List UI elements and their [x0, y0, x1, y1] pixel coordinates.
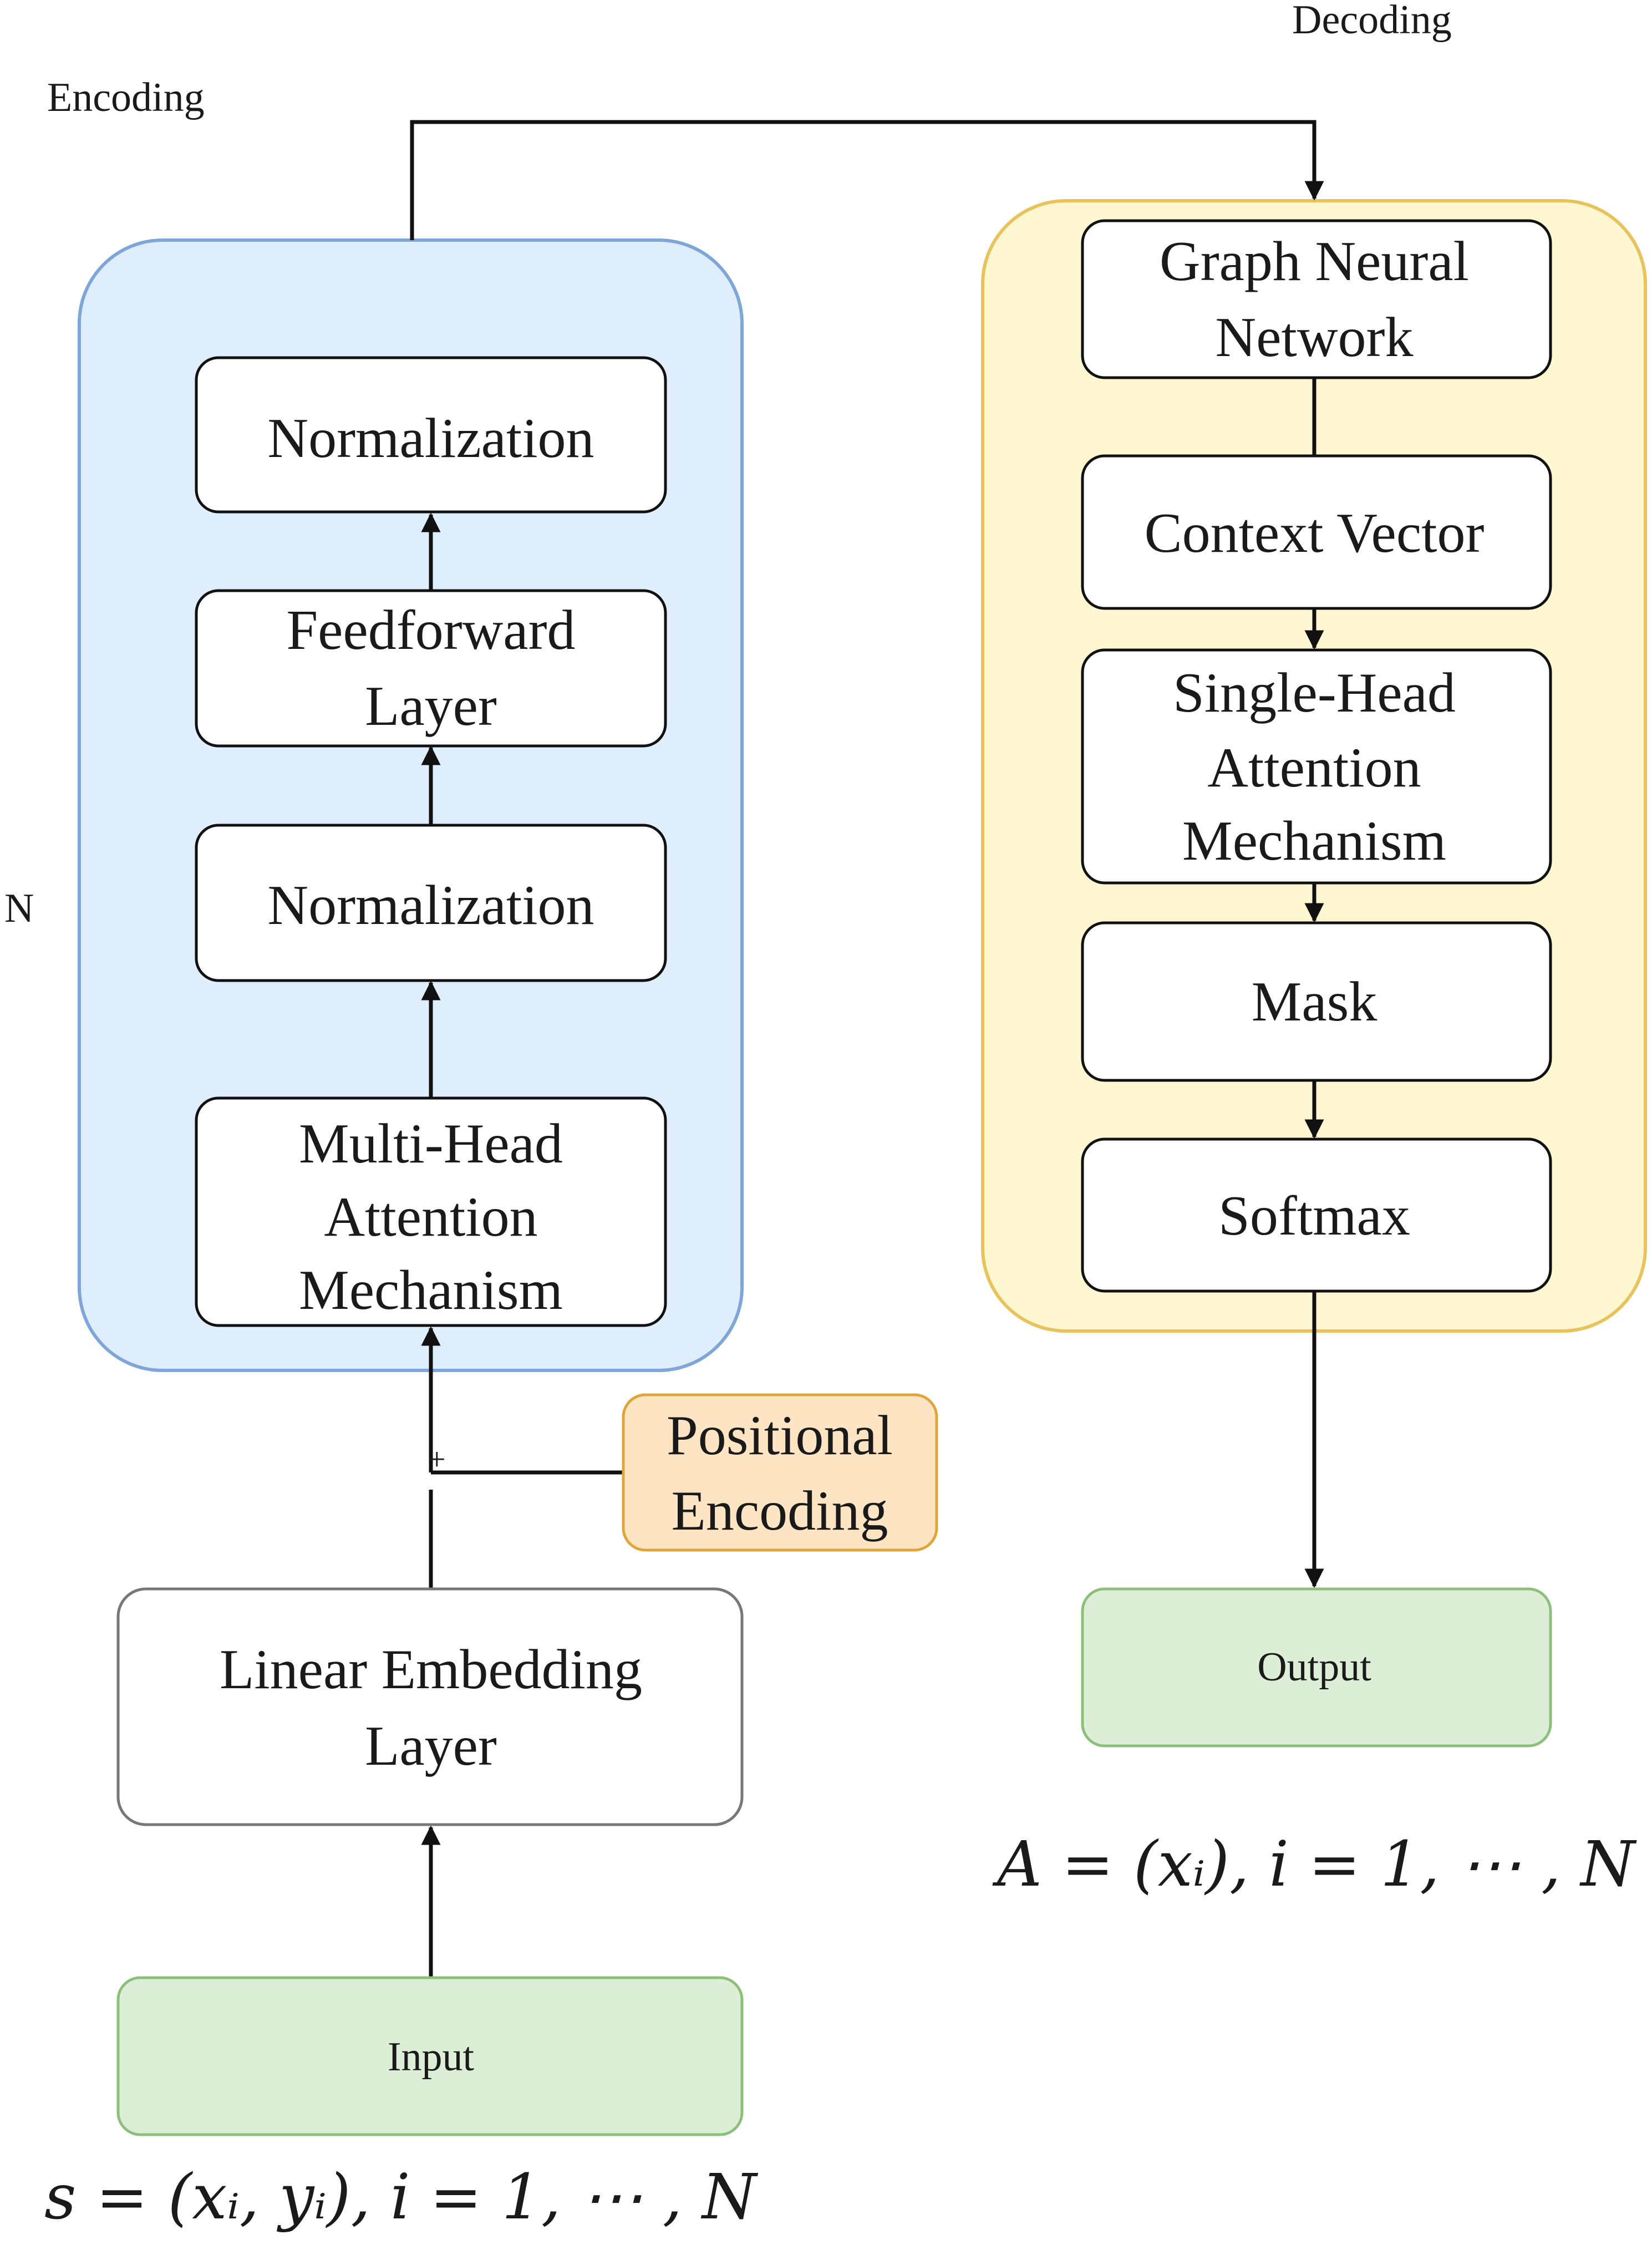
- normalization-bottom-label: Normalization: [267, 874, 594, 937]
- context-vector-label: Context Vector: [1145, 502, 1485, 565]
- context-vector-block: Context Vector: [1081, 454, 1552, 610]
- positional-encoding-block: Positional Encoding: [622, 1393, 938, 1552]
- multi-head-attention-block: Multi-Head Attention Mechanism: [195, 1096, 667, 1327]
- mask-block: Mask: [1081, 921, 1552, 1082]
- linear-embedding-label-line2: Layer: [365, 1715, 497, 1777]
- plus-sign: +: [428, 1443, 446, 1477]
- decoding-label: Decoding: [1292, 0, 1452, 43]
- mask-label: Mask: [1252, 971, 1377, 1033]
- softmax-block: Softmax: [1081, 1137, 1552, 1293]
- positional-label-line1: Positional: [667, 1404, 893, 1467]
- input-label: Input: [388, 2034, 475, 2080]
- input-block: Input: [116, 1976, 744, 2136]
- single-head-label-line1: Single-Head: [1173, 662, 1456, 724]
- multi-head-label-line2: Attention: [324, 1186, 537, 1248]
- feedforward-label-line1: Feedforward: [286, 599, 575, 662]
- multi-head-label-line3: Mechanism: [299, 1259, 563, 1322]
- normalization-top-label: Normalization: [267, 407, 594, 470]
- feedforward-layer-block: Feedforward Layer: [195, 589, 667, 748]
- linear-embedding-label-line1: Linear Embedding: [220, 1638, 642, 1701]
- gnn-label-line1: Graph Neural: [1160, 230, 1469, 293]
- gnn-label-line2: Network: [1216, 306, 1414, 369]
- single-head-label-line3: Mechanism: [1182, 810, 1446, 872]
- multi-head-label-line1: Multi-Head: [299, 1113, 563, 1175]
- graph-neural-network-block: Graph Neural Network: [1081, 219, 1552, 379]
- input-formula: s = (xᵢ, yᵢ), i = 1, ⋯ , N: [44, 2161, 759, 2233]
- single-head-attention-block: Single-Head Attention Mechanism: [1081, 648, 1552, 885]
- normalization-top-block: Normalization: [195, 356, 667, 514]
- edge-encoder-to-decoder: [410, 120, 1324, 240]
- positional-label-line2: Encoding: [672, 1480, 888, 1542]
- output-formula: A = (xᵢ), i = 1, ⋯ , N: [992, 1829, 1637, 1901]
- linear-embedding-block: Linear Embedding Layer: [116, 1587, 744, 1826]
- feedforward-label-line2: Layer: [365, 675, 497, 738]
- softmax-label: Softmax: [1218, 1185, 1410, 1247]
- encoding-label: Encoding: [47, 75, 205, 120]
- normalization-bottom-block: Normalization: [195, 824, 667, 982]
- n-label: N: [4, 886, 34, 931]
- output-label: Output: [1257, 1644, 1371, 1690]
- output-block: Output: [1081, 1587, 1552, 1748]
- edges: [410, 120, 1324, 1978]
- single-head-label-line2: Attention: [1207, 737, 1421, 799]
